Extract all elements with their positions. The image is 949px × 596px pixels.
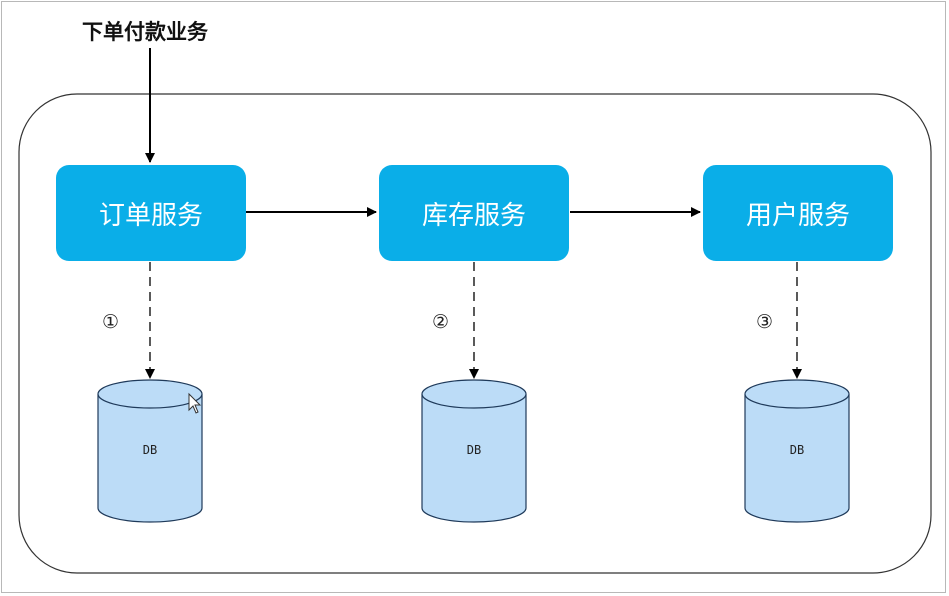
step-number-2: ② <box>432 311 450 333</box>
db-label-user: DB <box>789 443 805 457</box>
service-box-order[interactable]: 订单服务 <box>56 165 246 261</box>
entry-label: 下单付款业务 <box>82 20 208 44</box>
service-box-user[interactable]: 用户服务 <box>703 165 893 261</box>
system-boundary <box>18 93 932 574</box>
db-cylinder-order <box>97 379 203 523</box>
db-cylinder-inventory <box>421 379 527 523</box>
db-cylinder-user <box>744 379 850 523</box>
service-box-inventory[interactable]: 库存服务 <box>379 165 569 261</box>
mouse-cursor-icon <box>188 392 202 414</box>
db-label-order: DB <box>142 443 158 457</box>
step-number-1: ① <box>102 311 120 333</box>
db-label-inventory: DB <box>466 443 482 457</box>
step-number-3: ③ <box>756 311 774 333</box>
